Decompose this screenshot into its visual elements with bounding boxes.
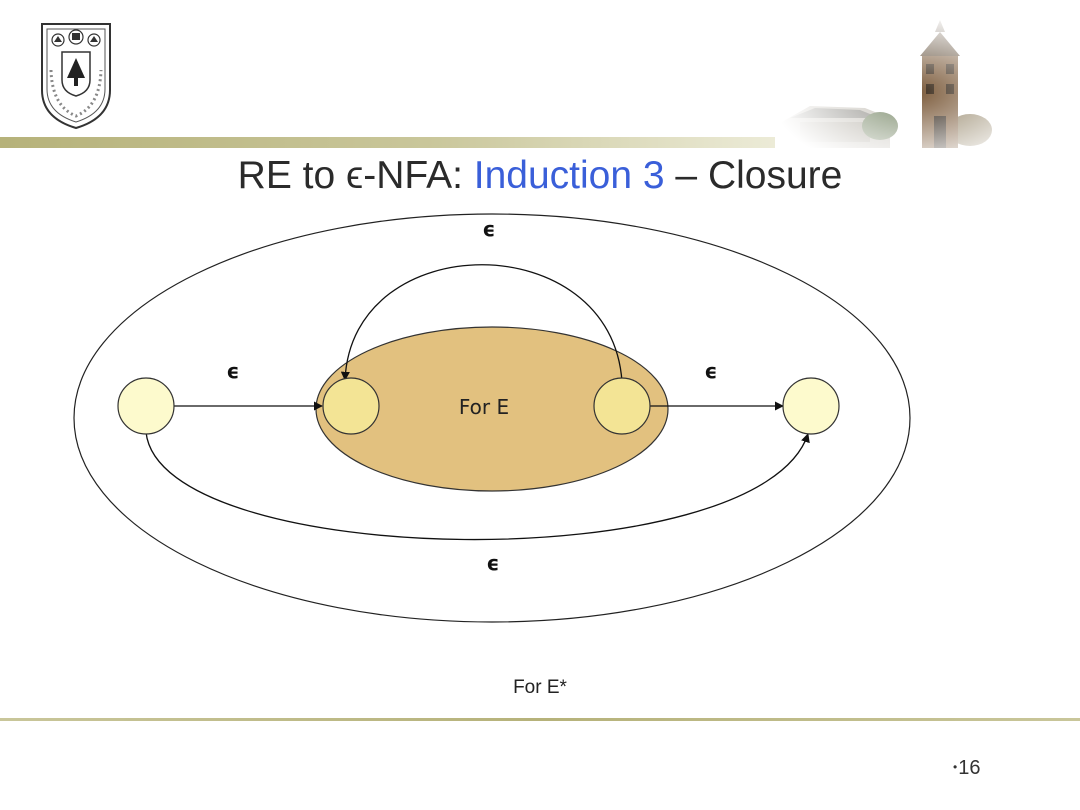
title-suffix: – Closure <box>664 154 843 197</box>
diagram-caption: For E* <box>513 677 567 698</box>
bullet-icon: • <box>953 760 958 774</box>
header-bar <box>0 137 775 148</box>
title-highlight: Induction 3 <box>473 154 665 197</box>
epsilon-label-loop: ϵ <box>483 217 496 241</box>
page-number-value: 16 <box>958 757 981 779</box>
page-number: •16 <box>953 757 980 780</box>
inner-accept-state <box>593 377 651 435</box>
outer-automaton-boundary <box>73 213 911 623</box>
start-state <box>117 377 175 435</box>
inner-start-state <box>322 377 380 435</box>
title-prefix: RE to ϵ-NFA: <box>237 154 474 197</box>
inner-region-label: For E <box>459 395 509 419</box>
building-photo-icon <box>770 18 1010 153</box>
bypass-epsilon-transition <box>145 431 810 541</box>
university-seal-icon <box>41 23 111 130</box>
back-epsilon-transition <box>340 264 623 383</box>
slide-title: RE to ϵ-NFA: Induction 3 – Closure <box>0 148 1080 204</box>
epsilon-label-bypass: ϵ <box>487 551 500 575</box>
epsilon-label-left: ϵ <box>227 359 240 383</box>
footer-divider <box>0 718 1080 721</box>
final-state <box>782 377 840 435</box>
epsilon-label-right: ϵ <box>705 359 718 383</box>
